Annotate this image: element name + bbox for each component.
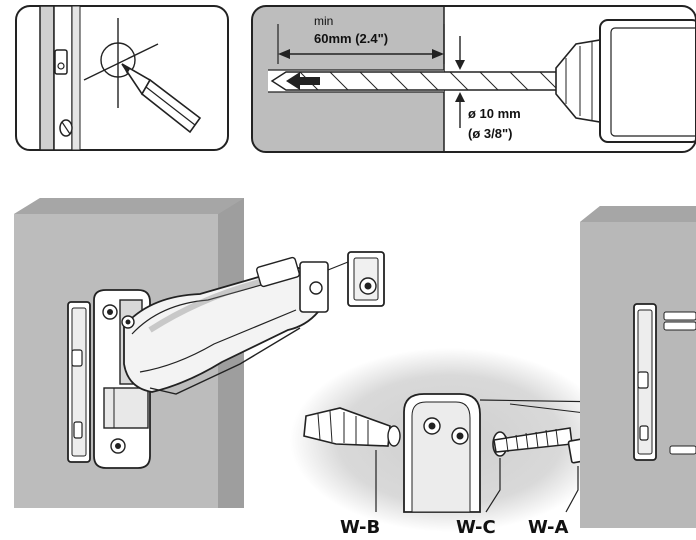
gas-spring-arm <box>121 256 319 395</box>
min-label: min <box>314 14 333 28</box>
drill-panel: min 60mm (2.4") ø 10 mm (ø 3/8") <box>251 5 696 153</box>
drill-bit <box>270 71 561 91</box>
drill-chuck <box>555 19 696 143</box>
diameter-imperial-label: (ø 3/8") <box>468 126 512 141</box>
pencil-icon <box>121 63 202 134</box>
part-label-wc: W-C <box>456 517 496 538</box>
mounted-arm-scene <box>14 198 385 508</box>
depth-label: 60mm (2.4") <box>314 31 388 46</box>
part-label-wb: W-B <box>340 517 380 538</box>
screw-icon <box>663 311 696 455</box>
part-label-wa: W-A <box>528 517 569 538</box>
wall-plate-scene <box>580 206 696 528</box>
diameter-label: ø 10 mm <box>468 106 521 121</box>
wall-anchor-wb <box>303 407 401 447</box>
hardware-detail <box>290 348 611 532</box>
wall-plate <box>67 301 91 463</box>
depth-dimension <box>277 24 445 64</box>
mark-position-panel <box>15 5 229 151</box>
vesa-head <box>299 251 385 313</box>
crosshair-mark <box>83 18 159 108</box>
diameter-dimension <box>455 36 465 128</box>
drill-direction-arrow-icon <box>286 72 320 90</box>
